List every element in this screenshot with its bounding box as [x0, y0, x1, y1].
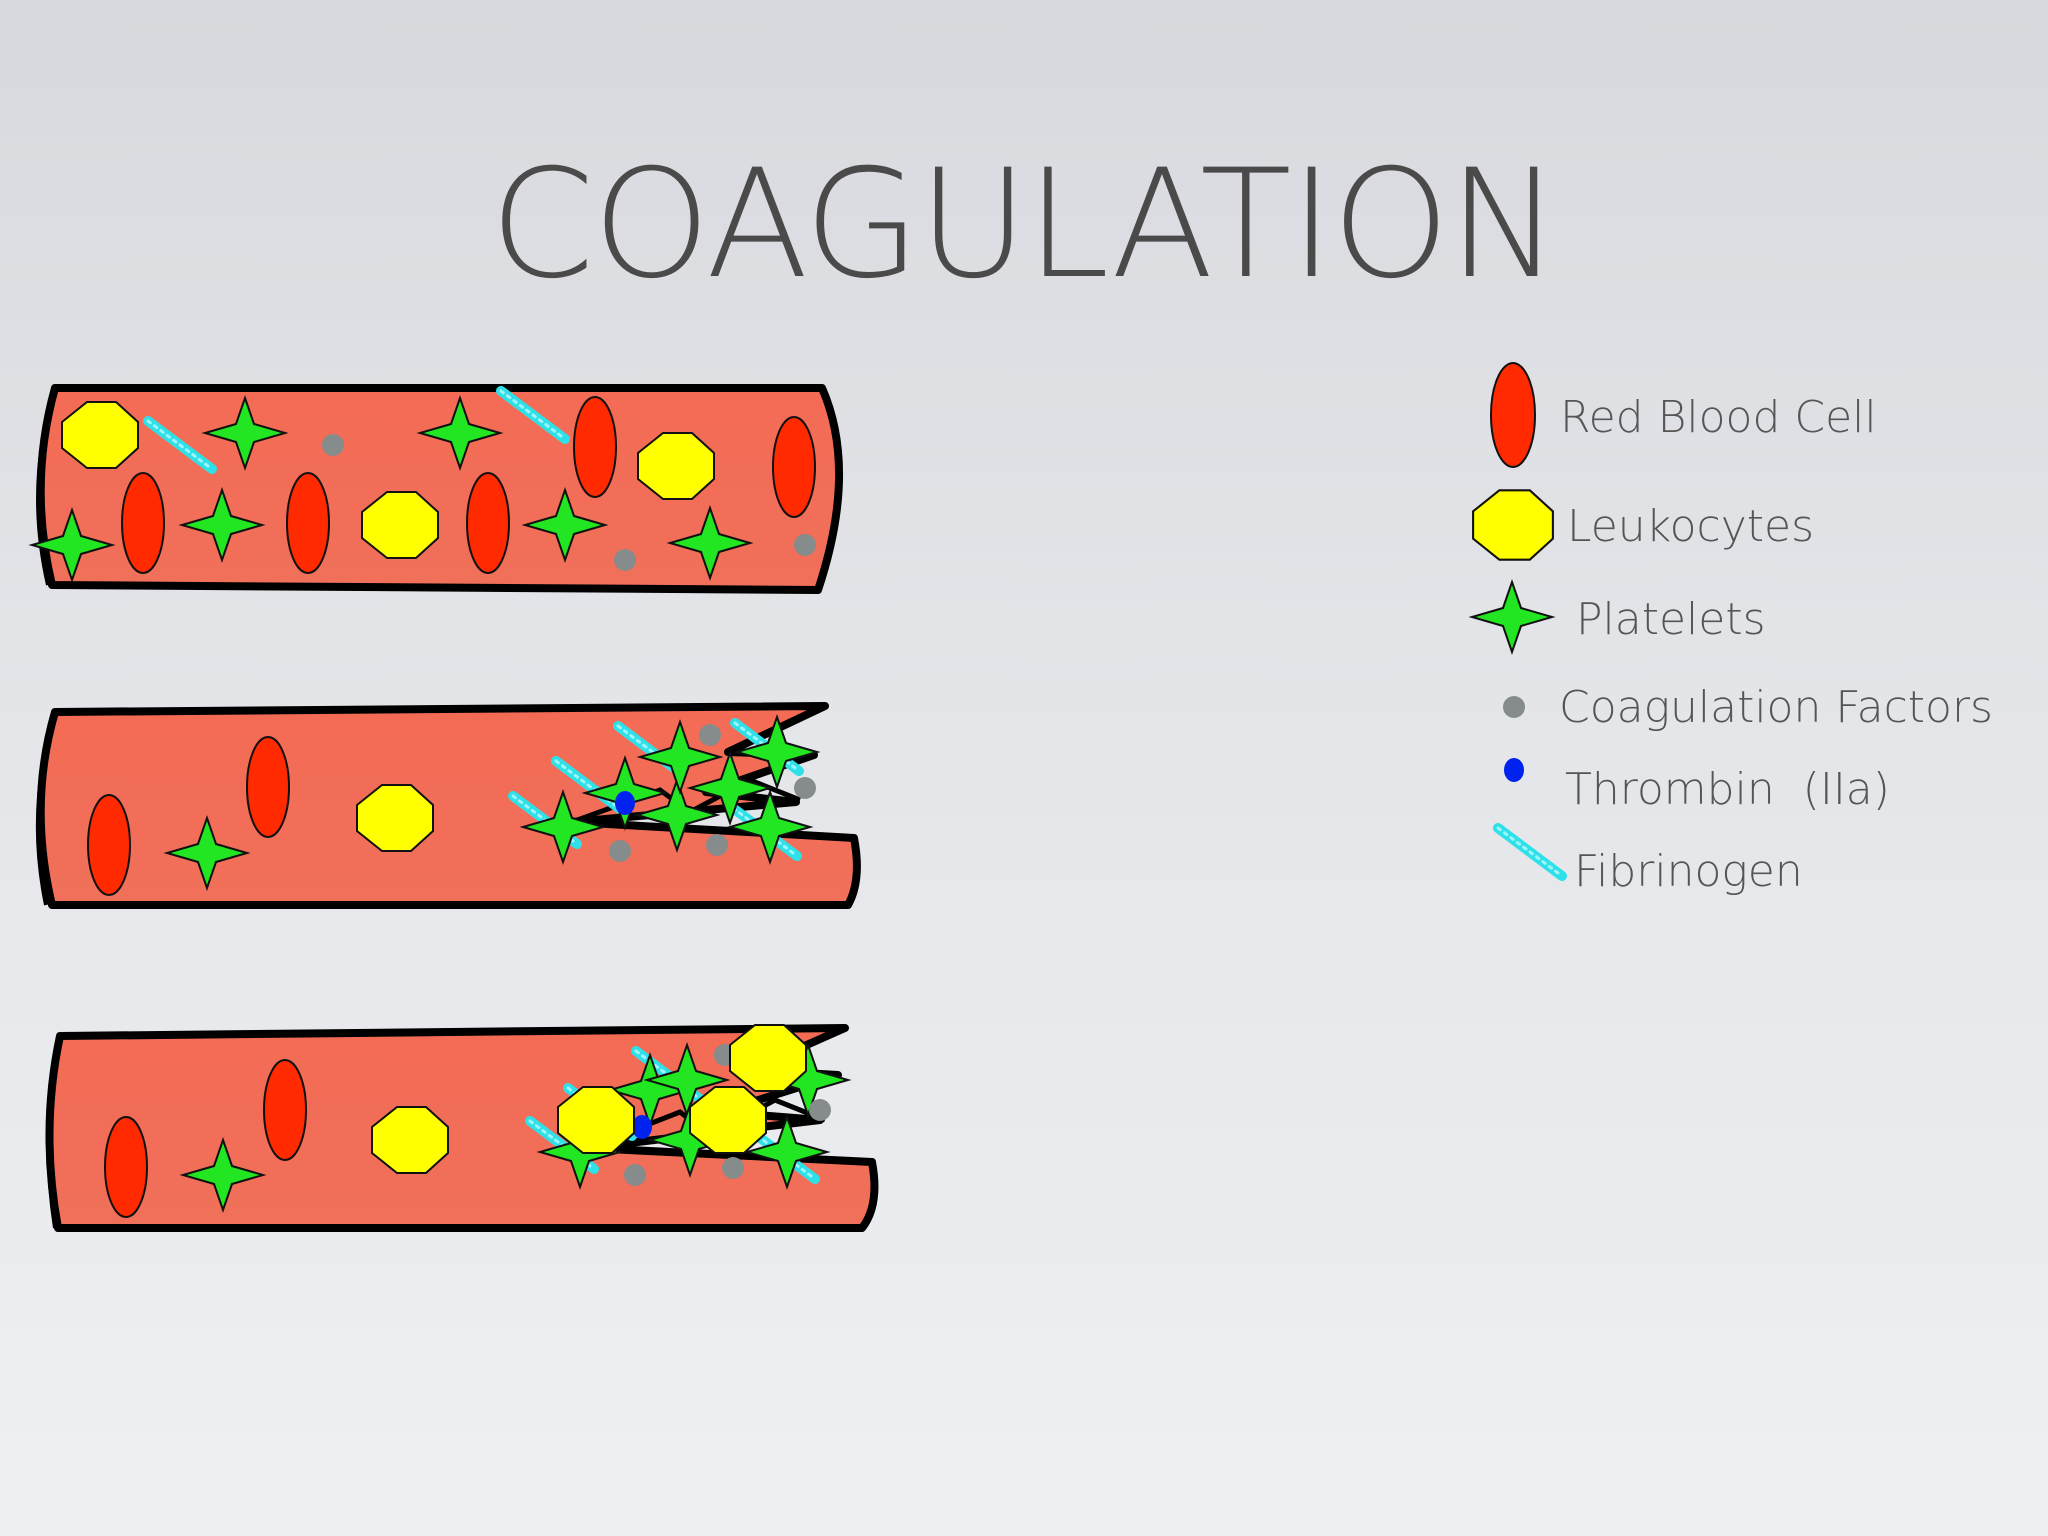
vessel-injured-clot	[45, 1024, 879, 1232]
coagulation-factor	[794, 534, 816, 556]
coagulation-factor	[614, 549, 636, 571]
coagulation-factor	[706, 834, 728, 856]
vessel-injured-plug	[35, 702, 861, 909]
red-blood-cell-icon	[1490, 362, 1536, 468]
leukocyte	[689, 1086, 767, 1154]
leukocyte	[729, 1024, 807, 1092]
legend-label-red-blood-cell: Red Blood Cell	[1560, 392, 1877, 443]
red-blood-cell	[246, 736, 290, 838]
red-blood-cell	[87, 794, 131, 896]
legend-label-leukocytes: Leukocytes	[1567, 501, 1815, 552]
coagulation-factor	[794, 777, 816, 799]
vessel-opening-curve	[46, 1035, 62, 1229]
coagulation-factor	[609, 840, 631, 862]
leukocyte	[637, 432, 715, 500]
slide-title: COAGULATION	[489, 138, 1560, 312]
fibrinogen-icon	[1498, 828, 1562, 876]
vessel-body	[36, 384, 844, 594]
leukocyte	[361, 491, 439, 559]
coagulation-factor	[809, 1099, 831, 1121]
red-blood-cell	[466, 472, 510, 574]
legend-label-thrombin: Thrombin (IIa)	[1565, 764, 1890, 815]
red-blood-cell	[104, 1116, 148, 1218]
leukocyte	[371, 1106, 449, 1174]
thrombin-icon	[1504, 758, 1524, 782]
thrombin	[615, 791, 635, 815]
coagulation-factor	[699, 724, 721, 746]
red-blood-cell	[772, 416, 816, 518]
leukocyte	[356, 784, 434, 852]
legend-icons	[1471, 362, 1562, 876]
coagulation-factor-icon	[1503, 696, 1525, 718]
vessel-opening-curve	[35, 711, 57, 906]
legend-label-fibrinogen: Fibrinogen	[1574, 846, 1803, 897]
leukocyte	[557, 1086, 635, 1154]
red-blood-cell	[263, 1059, 307, 1161]
coagulation-factor	[722, 1157, 744, 1179]
leukocyte	[61, 401, 139, 469]
vessel-intact	[31, 384, 844, 594]
legend-label-coagulation-factors: Coagulation Factors	[1559, 682, 1993, 733]
red-blood-cell	[286, 472, 330, 574]
coagulation-factor	[624, 1164, 646, 1186]
leukocyte-icon	[1472, 489, 1554, 561]
platelet-icon	[1471, 581, 1553, 653]
legend-label-platelets: Platelets	[1576, 594, 1766, 645]
red-blood-cell	[573, 396, 617, 498]
red-blood-cell	[121, 472, 165, 574]
vessel-opening-curve	[36, 387, 57, 586]
coagulation-factor	[322, 434, 344, 456]
